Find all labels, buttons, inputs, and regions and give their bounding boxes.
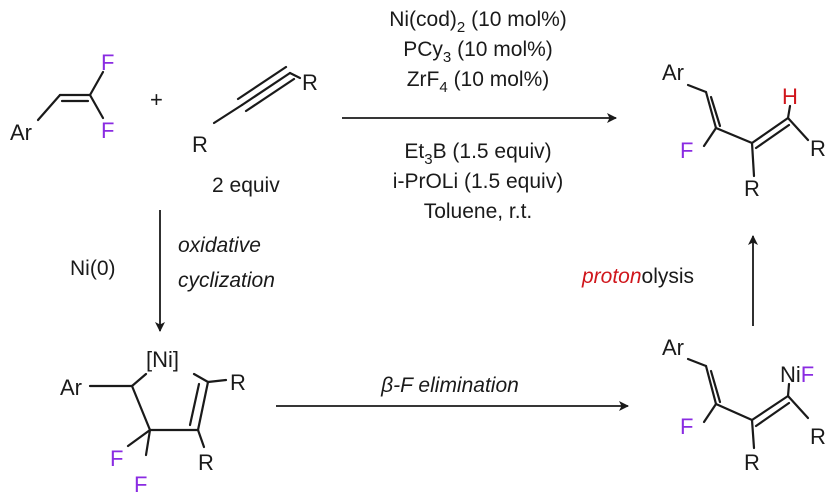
conditions-above: Ni(cod)2 (10 mol%) PCy3 (10 mol%) ZrF4 (… — [389, 8, 567, 96]
fluorine-label: F — [680, 138, 693, 163]
step-label-elimination: β-F elimination — [380, 374, 519, 397]
r-group-label: R — [744, 176, 760, 201]
plus-sign: + — [150, 87, 163, 112]
r-group-label: R — [810, 424, 826, 449]
reductant-line: Et3B (1.5 equiv) — [404, 140, 551, 168]
difluoroalkene: Ar F F — [10, 50, 114, 145]
base-line: i-PrOLi (1.5 equiv) — [393, 170, 563, 193]
step-label-oxidative: oxidative — [178, 234, 261, 257]
r-group-label: R — [302, 70, 318, 95]
fluorine-label: F — [101, 118, 114, 143]
aryl-label: Ar — [10, 120, 32, 145]
r-group-label: R — [744, 450, 760, 475]
hydrogen-label: H — [782, 84, 798, 109]
alkyne: R R 2 equiv — [192, 65, 318, 197]
equiv-label: 2 equiv — [212, 174, 280, 197]
product-diene: Ar H F R R — [662, 60, 826, 201]
step-label-protonolysis: protonolysis — [581, 265, 694, 288]
step-label-cyclization: cyclization — [178, 269, 275, 292]
nickelacycle: Ar [Ni] R R F F — [60, 347, 246, 497]
nickel-intermediate: Ar NiF F R R — [662, 335, 826, 475]
fluorine-label: F — [110, 446, 123, 471]
nickel-fluoride-label: NiF — [780, 362, 814, 387]
aryl-label: Ar — [60, 375, 82, 400]
conditions-below: Et3B (1.5 equiv) i-PrOLi (1.5 equiv) Tol… — [393, 140, 563, 223]
r-group-label: R — [198, 450, 214, 475]
fluorine-label: F — [680, 414, 693, 439]
aryl-label: Ar — [662, 60, 684, 85]
r-group-label: R — [810, 136, 826, 161]
catalyst-line: Ni(cod)2 (10 mol%) — [389, 8, 567, 36]
aryl-label: Ar — [662, 335, 684, 360]
solvent-line: Toluene, r.t. — [424, 200, 533, 223]
nickel-label: [Ni] — [146, 347, 179, 372]
r-group-label: R — [230, 370, 246, 395]
nickel-zero-label: Ni(0) — [70, 257, 116, 280]
r-group-label: R — [192, 132, 208, 157]
fluorine-label: F — [101, 50, 114, 75]
fluorine-label: F — [134, 472, 147, 497]
ligand-line: PCy3 (10 mol%) — [403, 38, 553, 66]
additive-line: ZrF4 (10 mol%) — [407, 68, 550, 96]
